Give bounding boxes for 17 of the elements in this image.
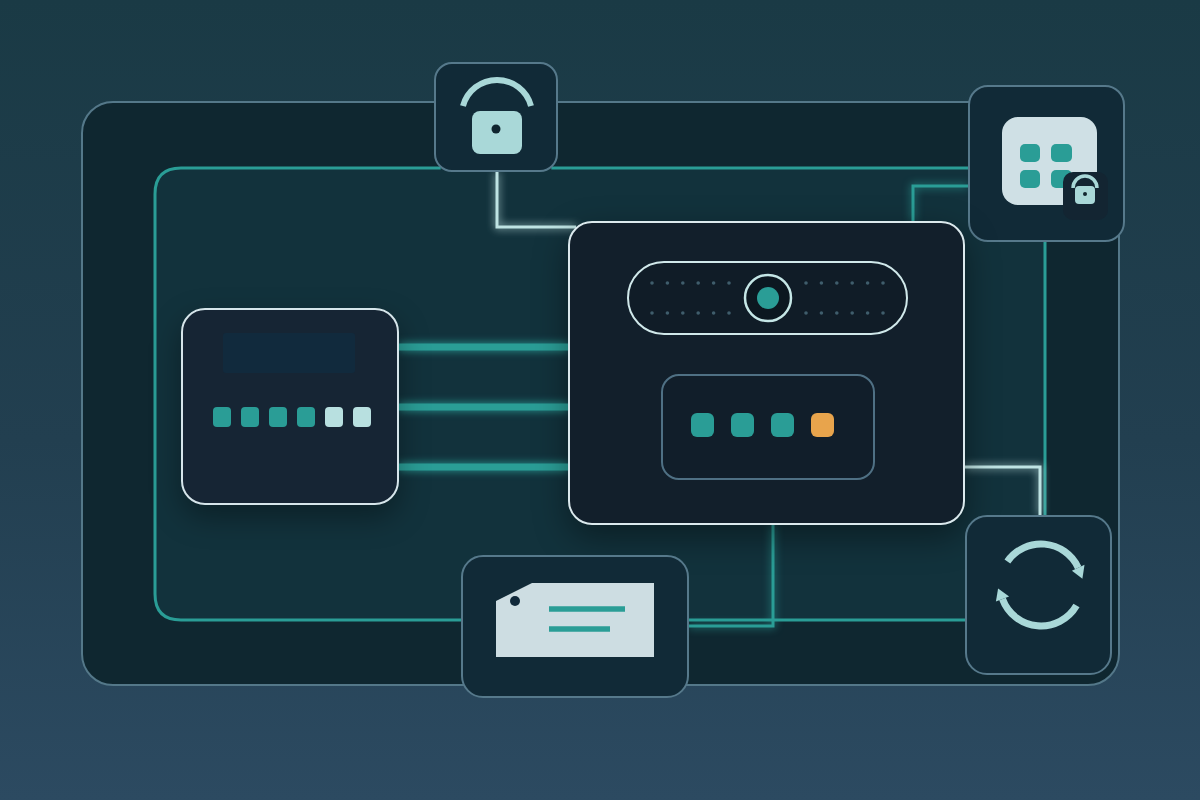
connector-line (689, 618, 965, 622)
connector-line (495, 172, 577, 229)
connector-line (399, 463, 568, 471)
icon-tile (968, 85, 1125, 242)
icon-tile (461, 555, 689, 698)
icon-tile (434, 62, 558, 172)
connector-line (689, 525, 775, 628)
connector-line (399, 343, 568, 351)
device-panel (181, 308, 399, 505)
connector-line (911, 184, 968, 221)
connector-line (965, 465, 1042, 515)
connector-line (1043, 242, 1047, 515)
connector-line (551, 166, 968, 170)
connector-line (399, 403, 568, 411)
device-panel (568, 221, 965, 525)
connector-line (153, 166, 461, 622)
icon-tile (965, 515, 1112, 675)
